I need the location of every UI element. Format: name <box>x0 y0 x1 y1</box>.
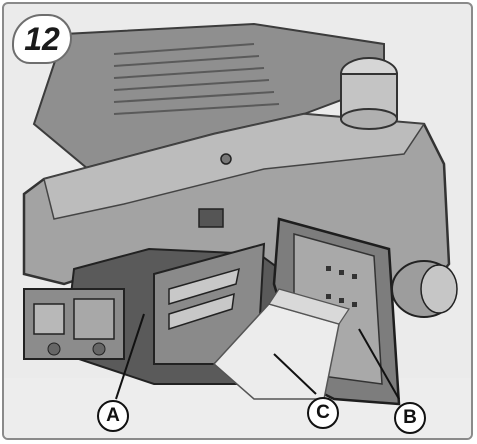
figure-frame: 12 A C B <box>2 2 473 440</box>
step-number-badge: 12 <box>12 14 72 64</box>
engine-illustration <box>22 22 458 406</box>
housing-upper-face <box>43 113 426 220</box>
leader-line-b <box>358 328 400 400</box>
leader-line-c <box>273 353 317 395</box>
callout-a: A <box>97 400 129 432</box>
oil-fill-cap <box>340 57 398 130</box>
callout-b: B <box>394 402 426 434</box>
leader-lines <box>115 313 400 400</box>
foam-filter-pad <box>212 303 340 400</box>
cooling-fins <box>113 43 280 115</box>
filter-pad-top <box>268 288 350 325</box>
bracket-ribs <box>168 267 240 331</box>
leader-line-a <box>115 313 145 400</box>
housing-screw <box>220 153 232 165</box>
carburetor-area <box>23 288 125 360</box>
cover-holes <box>326 266 357 307</box>
housing-latch <box>198 208 224 228</box>
cover-knob <box>391 260 458 318</box>
callout-c: C <box>307 397 339 429</box>
